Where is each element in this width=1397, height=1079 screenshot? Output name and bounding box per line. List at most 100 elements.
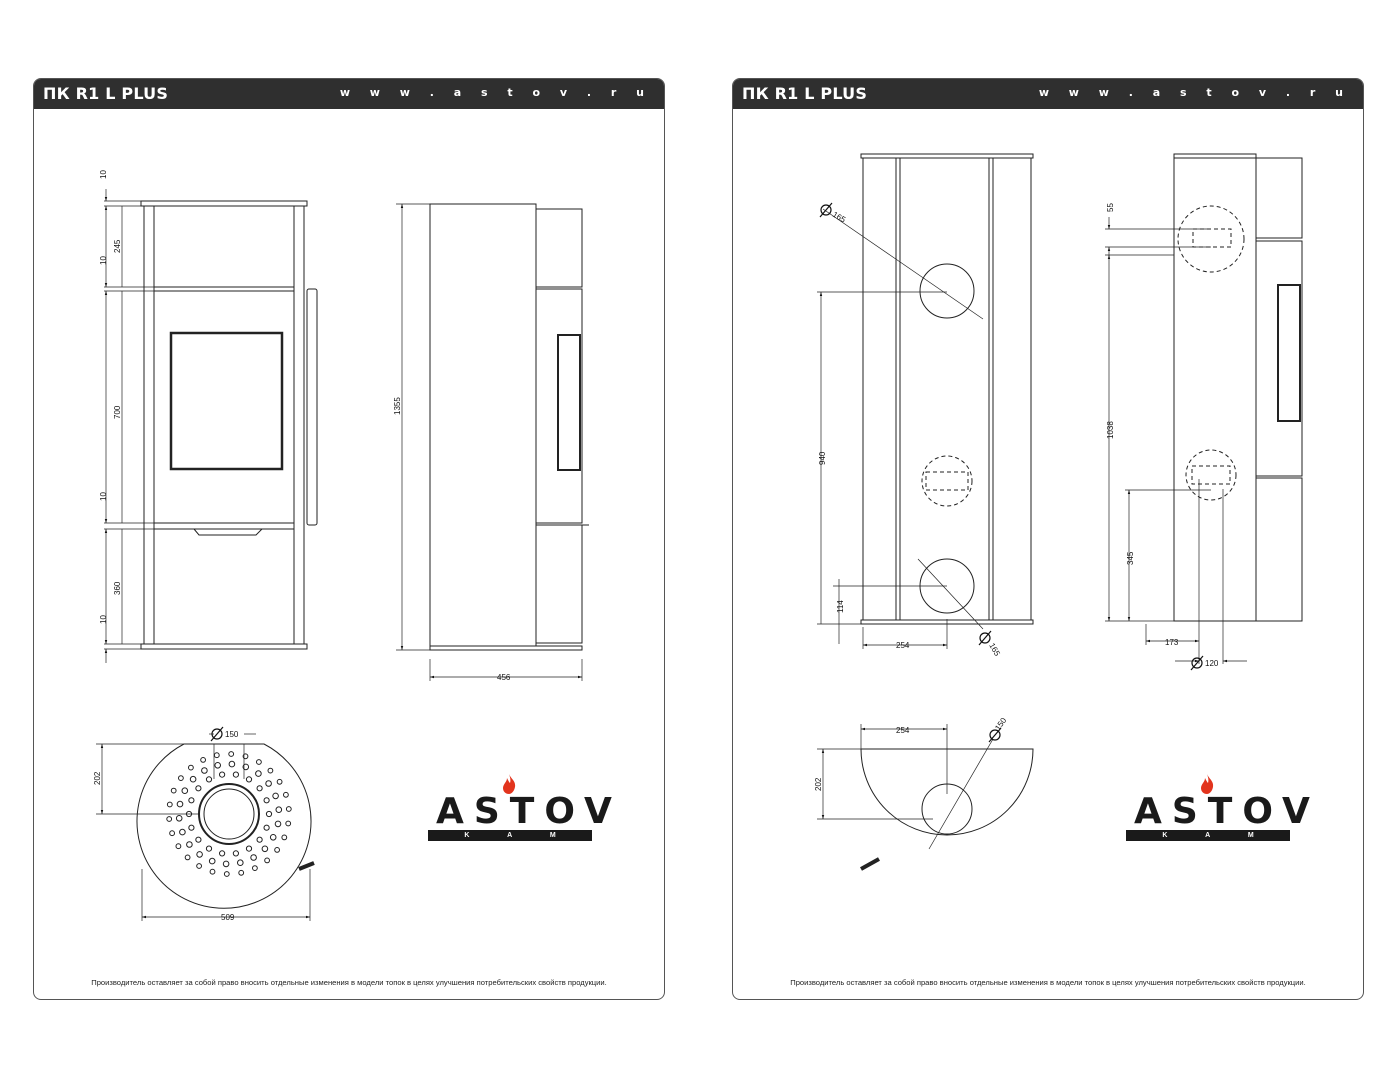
sheet-header: ПК R1 L PLUS w w w . a s t o v . r u (733, 79, 1363, 109)
dim-top-offset: 202 (93, 771, 102, 785)
front-view (104, 189, 318, 663)
astov-logo: ASTOV K A M I N (1124, 774, 1320, 853)
dim-air-inlet-h: 55 (1106, 203, 1115, 212)
astov-logo: ASTOV K A M I N (426, 774, 622, 853)
vent-hole (276, 778, 283, 785)
vent-hole (274, 847, 281, 853)
vent-hole (222, 860, 230, 868)
vent-hole (242, 753, 249, 760)
vent-hole (223, 871, 230, 877)
vent-hole (219, 771, 226, 778)
logo-word: ASTOV (436, 791, 622, 832)
vent-hole (238, 869, 245, 876)
footer-note: Производитель оставляет за собой право в… (790, 978, 1306, 987)
stove-drawings-sheet-1: 10 245 10 700 10 360 10 1355 456 150 202… (93, 170, 589, 922)
vent-hole (256, 785, 263, 792)
vent-hole (283, 791, 289, 798)
vent-hole (275, 806, 283, 814)
dim-gap-1: 10 (99, 256, 108, 265)
dim-top-cap: 10 (99, 170, 108, 179)
vent-hole (209, 868, 216, 875)
vent-hole (188, 797, 195, 804)
dim-upper-panel: 245 (113, 239, 122, 253)
dim-side-lower: 345 (1126, 551, 1135, 565)
logo-tagline: K A M I N (464, 832, 574, 850)
vent-hole (263, 824, 270, 831)
dim-lower-panel: 360 (113, 581, 122, 595)
flame-icon (1201, 774, 1214, 794)
vent-hole (208, 857, 216, 865)
vent-hole (176, 800, 184, 808)
vent-hole (219, 850, 226, 857)
vent-hole (232, 850, 239, 857)
dim-side-offset: 173 (1165, 638, 1179, 647)
vent-hole (188, 824, 195, 831)
vent-hole (214, 762, 221, 769)
vent-hole (269, 834, 277, 841)
logo-word: ASTOV (1134, 791, 1320, 832)
flame-icon (503, 774, 516, 794)
vent-hole (252, 865, 258, 871)
vent-hole (245, 776, 253, 783)
dim-flue-diameter: 150 (225, 730, 239, 739)
vent-hole (184, 854, 191, 861)
vent-hole (195, 785, 202, 792)
vent-hole (267, 767, 274, 774)
footer-note: Производитель оставляет за собой право в… (91, 978, 607, 987)
vent-hole (166, 816, 173, 822)
diameter-icon (978, 630, 992, 646)
vent-hole (188, 764, 194, 771)
vent-hole (228, 751, 235, 757)
diameter-icon (1190, 655, 1204, 671)
dim-height-lower: 114 (836, 600, 845, 613)
dim-side-height: 1038 (1106, 421, 1115, 439)
vent-hole (285, 806, 292, 812)
vent-hole (200, 757, 207, 763)
sheet-header: ПК R1 L PLUS w w w . a s t o v . r u (34, 79, 664, 109)
vent-hole (175, 843, 182, 850)
dim-door: 700 (113, 405, 122, 419)
dim-diam-upper: 165 (831, 210, 848, 225)
vent-hole (265, 810, 273, 818)
dim-gap-2: 10 (99, 492, 108, 501)
dim-base: 10 (99, 615, 108, 624)
diameter-icon (988, 727, 1002, 743)
website-url[interactable]: w w w . a s t o v . r u (339, 86, 652, 99)
rear-view (817, 153, 1034, 649)
dim-diam-lower: 165 (987, 642, 1002, 659)
vent-hole (256, 759, 262, 765)
vent-hole (169, 830, 176, 837)
vent-hole (205, 776, 213, 783)
diameter-icon (819, 202, 833, 218)
website-url[interactable]: w w w . a s t o v . r u (1038, 86, 1351, 99)
dim-height-upper: 940 (818, 451, 827, 465)
vent-hole (196, 851, 203, 858)
dim-top-offset-y: 202 (814, 777, 823, 791)
logo-tagline: K A M I N (1162, 832, 1272, 850)
vent-hole (232, 771, 239, 778)
logo-band: K A M I N (1126, 830, 1290, 850)
vent-hole (263, 797, 270, 804)
vent-hole (272, 792, 279, 800)
vent-hole (255, 770, 262, 777)
vent-hole (274, 820, 282, 828)
drawing-sheet-1: ПК R1 L PLUS w w w . a s t o v . r u (33, 78, 665, 1000)
vent-hole (175, 815, 183, 822)
top-view-rear (817, 724, 1034, 871)
model-title: ПК R1 L PLUS (43, 84, 169, 103)
dim-offset-x: 254 (896, 641, 910, 650)
vent-hole (264, 857, 271, 864)
vent-hole (256, 836, 263, 843)
vent-hole (285, 820, 292, 827)
vent-holes (166, 751, 292, 877)
vent-hole (245, 845, 253, 852)
vent-hole (265, 780, 272, 787)
vent-hole (242, 763, 250, 771)
vent-hole (250, 854, 257, 861)
side-view (396, 203, 589, 681)
dim-top-offset-x: 254 (896, 726, 910, 735)
vent-hole (178, 775, 184, 781)
dim-width: 509 (221, 913, 235, 922)
diameter-icon (210, 726, 224, 742)
vent-hole (213, 752, 220, 759)
